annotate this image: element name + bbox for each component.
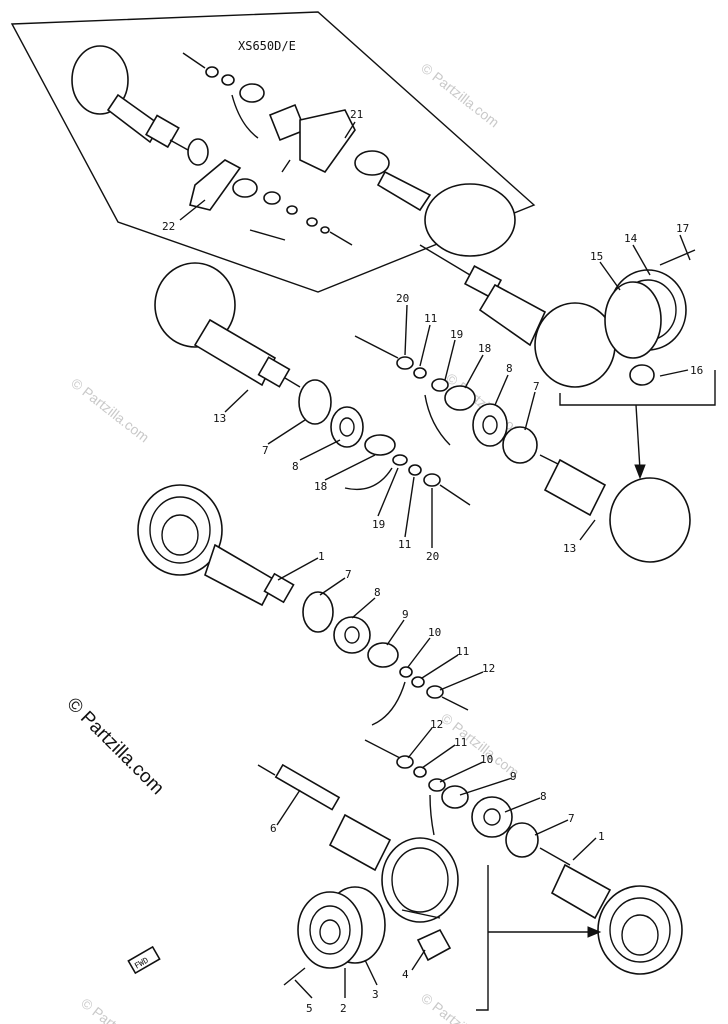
callout-11: 11 — [398, 538, 411, 551]
callout-19: 19 — [372, 518, 385, 531]
callout-7: 7 — [345, 568, 352, 581]
callout-10: 10 — [428, 626, 441, 639]
left-middle-lamp — [154, 262, 471, 506]
callout-19: 19 — [450, 328, 463, 341]
callout-labels: 21 22 17 14 15 16 20 11 19 18 8 7 13 7 8… — [162, 108, 703, 1015]
watermark: © Partzilla.com — [78, 995, 162, 1024]
callout-14: 14 — [624, 232, 638, 245]
callout-9: 9 — [402, 608, 409, 621]
callout-1: 1 — [598, 830, 605, 843]
front-right-lamp — [364, 739, 683, 1011]
callout-10: 10 — [480, 753, 493, 766]
fwd-badge: FWD — [127, 945, 161, 975]
callout-4: 4 — [402, 968, 409, 981]
callout-16: 16 — [690, 364, 703, 377]
callout-9: 9 — [510, 770, 517, 783]
callout-5: 5 — [306, 1002, 313, 1015]
callout-2: 2 — [340, 1002, 347, 1015]
inset-assembly — [71, 45, 516, 257]
callout-12: 12 — [430, 718, 443, 731]
callout-1: 1 — [318, 550, 325, 563]
callout-21: 21 — [350, 108, 363, 121]
callout-7: 7 — [262, 444, 269, 457]
callout-7: 7 — [568, 812, 575, 825]
watermark-main: © Partzilla.com — [62, 694, 167, 799]
callout-8: 8 — [292, 460, 299, 473]
callout-17: 17 — [676, 222, 689, 235]
callout-8: 8 — [374, 586, 381, 599]
callout-11: 11 — [424, 312, 437, 325]
callout-18: 18 — [314, 480, 327, 493]
callout-15: 15 — [590, 250, 603, 263]
lens-assembly — [257, 763, 459, 986]
callout-8: 8 — [540, 790, 547, 803]
callout-3: 3 — [372, 988, 379, 1001]
watermark: © Partzilla.com — [418, 990, 502, 1024]
model-label: XS650D/E — [238, 39, 296, 53]
callout-13: 13 — [563, 542, 576, 555]
callout-6: 6 — [270, 822, 277, 835]
callout-11: 11 — [456, 645, 469, 658]
front-left-lamp — [137, 484, 469, 726]
right-middle-lamp — [354, 335, 691, 563]
watermark: © Partzilla.com — [418, 60, 502, 131]
callout-13: 13 — [213, 412, 226, 425]
callout-12: 12 — [482, 662, 495, 675]
leader-lines — [179, 121, 691, 999]
callout-18: 18 — [478, 342, 491, 355]
callout-7: 7 — [533, 380, 540, 393]
callout-20: 20 — [426, 550, 439, 563]
right-top-lamp — [419, 244, 716, 480]
callout-8: 8 — [506, 362, 513, 375]
callout-11: 11 — [454, 736, 467, 749]
callout-20: 20 — [396, 292, 409, 305]
watermark: © Partzilla.com — [68, 375, 152, 446]
callout-22: 22 — [162, 220, 175, 233]
